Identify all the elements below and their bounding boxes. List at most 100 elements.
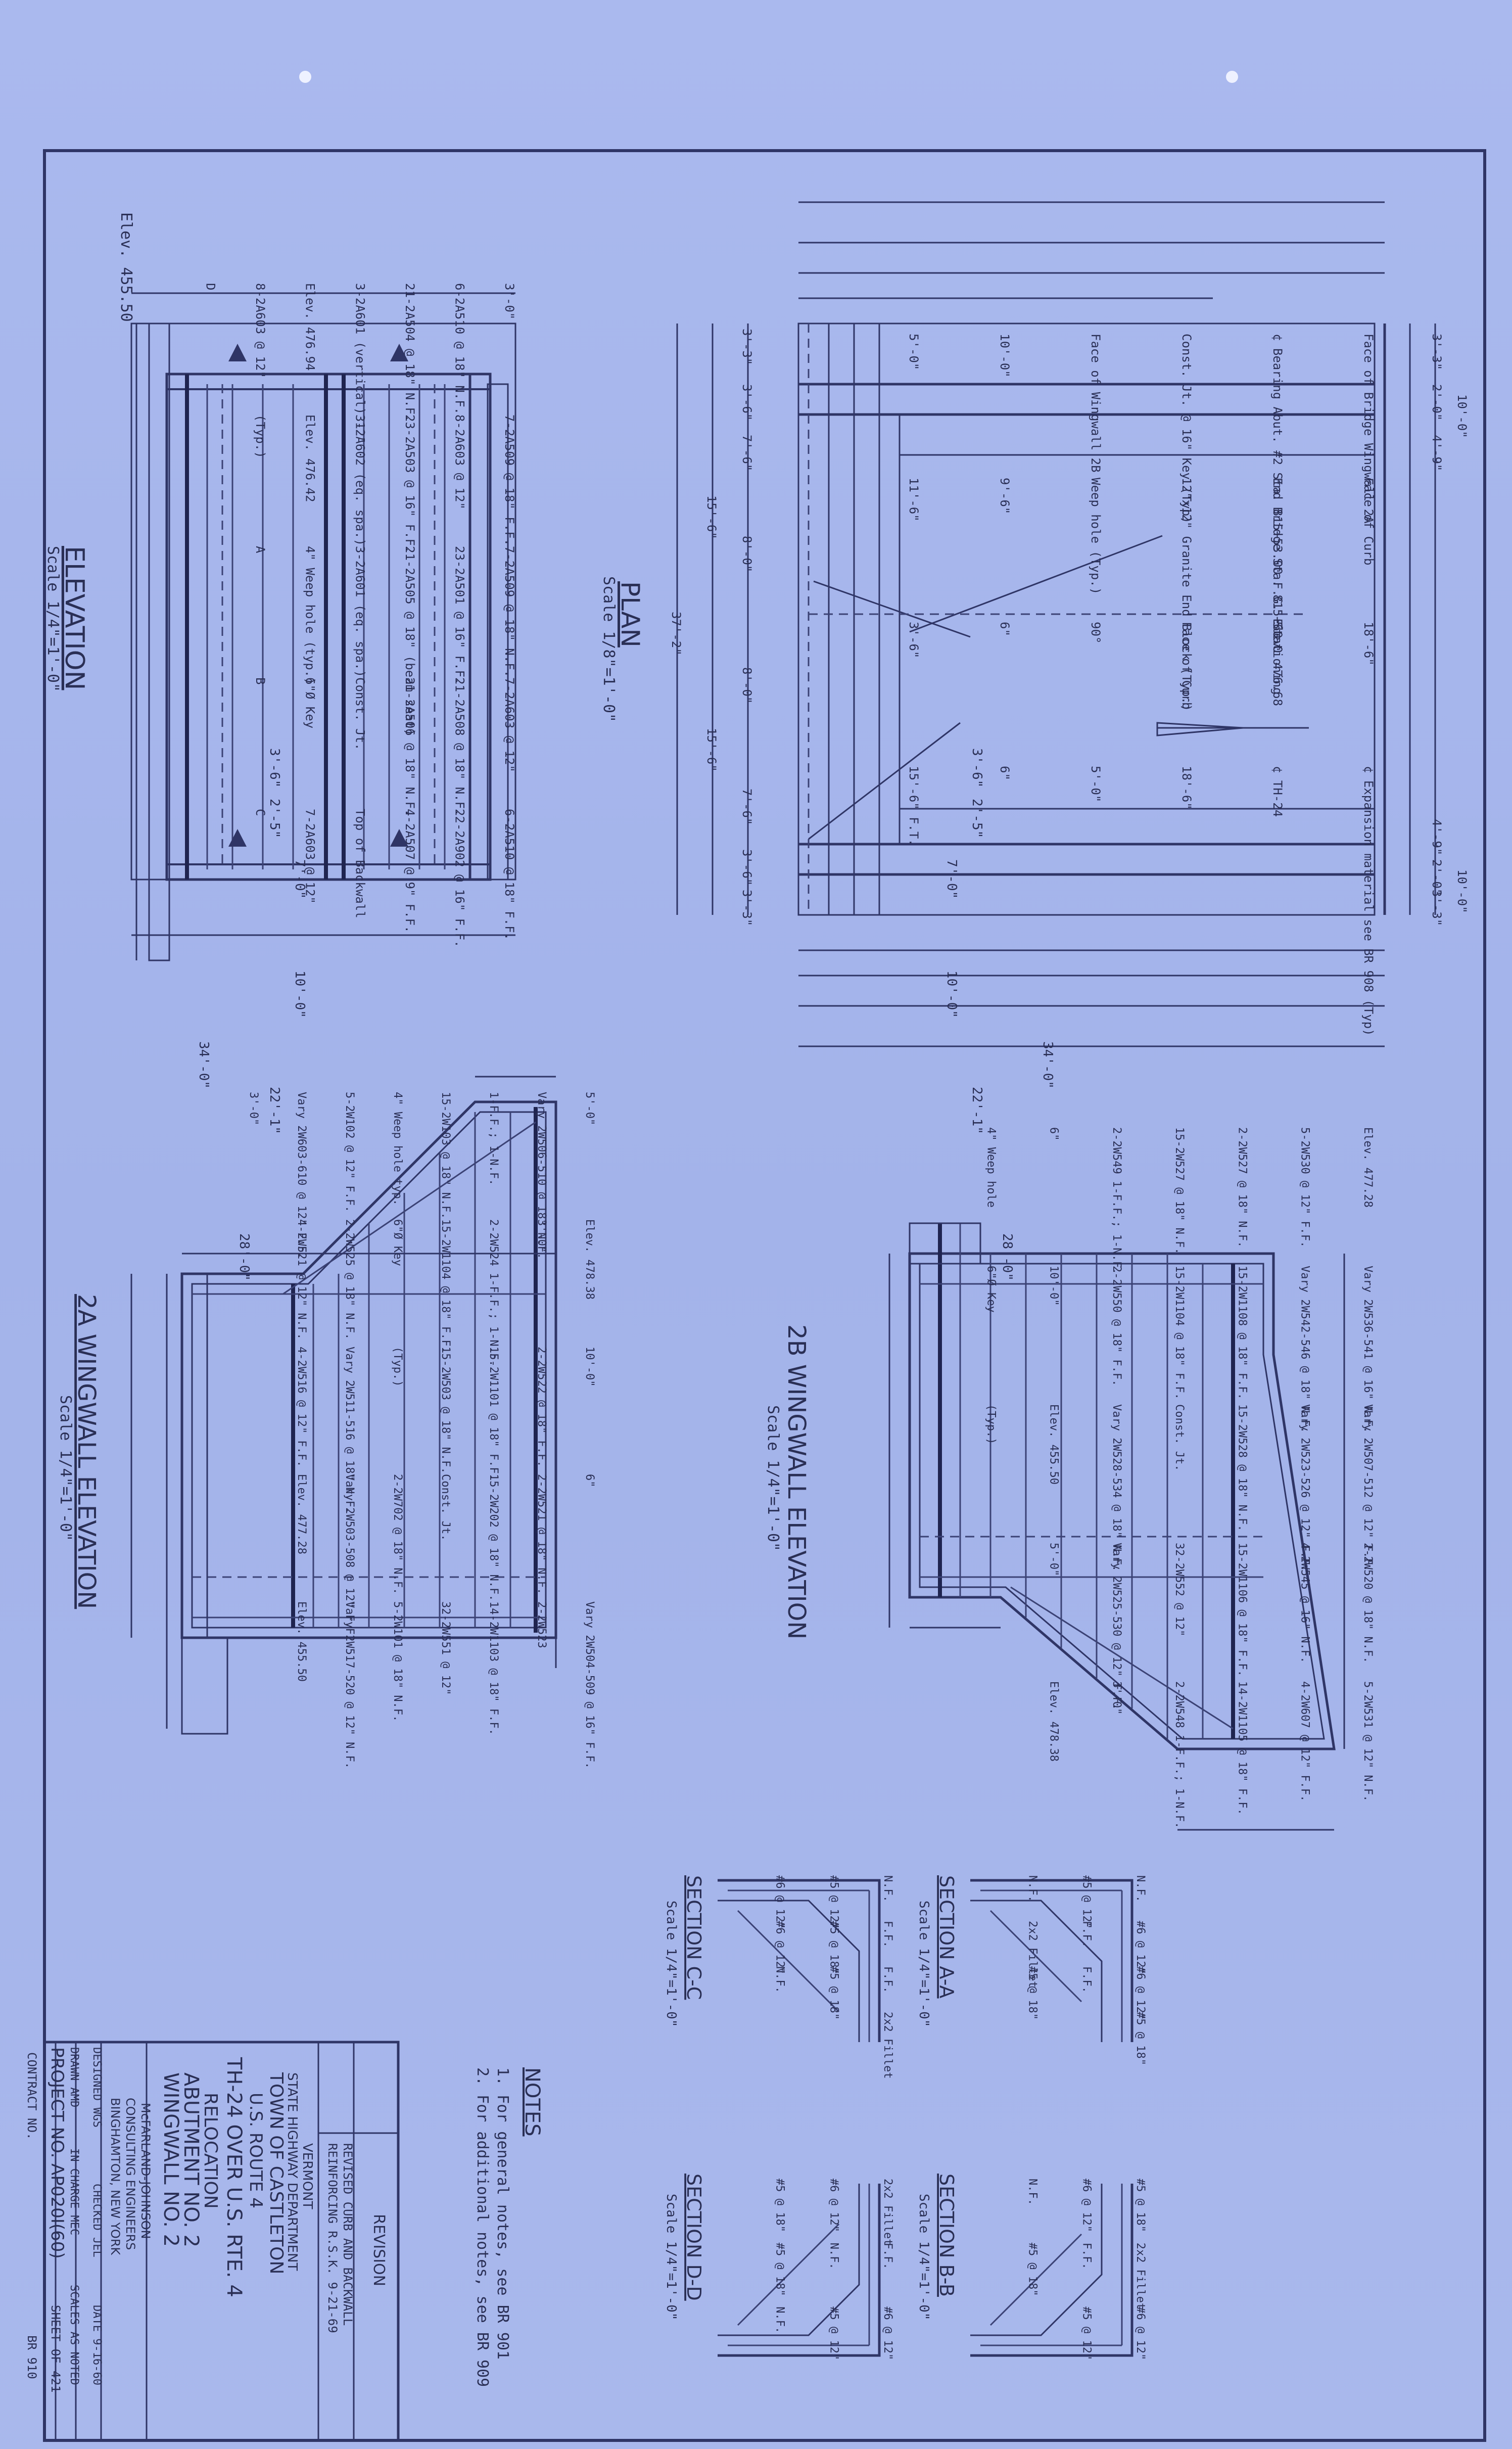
drawing-label: 3'-0" (1110, 1681, 1123, 1715)
notes-block: NOTES 1. For general notes, see BR 901 2… (474, 2067, 544, 2387)
drawing-label: Vary 2W504-509 @ 16" F.F. (583, 1601, 596, 1769)
drawing-label: 10'-0" (998, 334, 1012, 378)
section-label: F.F. (1080, 1966, 1093, 1993)
drawing-label: Vary 2W603-610 @ 12" F.F. (295, 1092, 308, 1259)
drawing-label: 32-2W551 @ 12" (439, 1601, 452, 1695)
dimension-label: 37'-2" (669, 612, 683, 656)
plan-labels: Face of Bridge Wingwall 2A Face of Curb 18… (196, 329, 1469, 1281)
drawing-label: 6-2A510 @ 18" F.F. (502, 809, 516, 940)
drawing-label: 15-2W528 @ 18" N.F. (1236, 1404, 1248, 1532)
town-name: TOWN OF CASTLETON (266, 2072, 287, 2274)
drawing-label: 2-2W520 @ 18" N.F. (1361, 1543, 1374, 1663)
section-d-d-drawing (718, 2184, 881, 2357)
drawing-label: 18'-6" (1361, 622, 1376, 666)
drawing-label: 14-2W1103 @ 18" F.F. (487, 1601, 500, 1735)
drawing-label: 3'-0" (502, 283, 516, 319)
drawing-label: Face of Bridge Wingwall 2A (1361, 334, 1376, 524)
drawing-label: 15-2W202 @ 18" N.F. (487, 1474, 500, 1601)
drawing-label: 3-2A601 (eq. spa.) (353, 546, 367, 677)
engineer-city: BINGHAMTON, NEW YORK (108, 2098, 122, 2255)
drawing-label: 3'-6" (907, 622, 921, 658)
section-c-c-drawing (718, 1879, 881, 2042)
drawing-label: 7-2A603 @ 12" (303, 809, 317, 904)
section-title: SECTION D-D (683, 2174, 705, 2301)
section-label: F.F. (881, 2243, 894, 2270)
section-label: #6 @ 12" (774, 1875, 786, 1929)
drawing-label: 21-2A505 @ 18" (beam seat) (403, 546, 417, 736)
notes-item-1: 1. For general notes, see BR 901 (494, 2067, 511, 2360)
section-label: #5 @ 12" (1080, 2306, 1093, 2360)
section-label: #5 @ 18" (827, 1921, 840, 1974)
revision-text-2: REINFORCING R.S.K. 9-21-69 (325, 2143, 340, 2333)
drawing-label: Const. Jt. (353, 677, 367, 751)
drawing-label: 32-2W552 @ 12" (1173, 1543, 1186, 1636)
relocation-label: RELOCATION (200, 2093, 221, 2209)
dimension-label: 3'-3" (1430, 890, 1444, 926)
drawing-label: Vary 2W525-530 @ 12" F.F. (1110, 1543, 1123, 1710)
drawing-label: 18'-6" (1179, 766, 1194, 810)
drawing-label: Elev. 455.50 (1048, 1404, 1060, 1485)
drawing-label: 15-2W1108 @ 18" F.F. (1236, 1266, 1248, 1400)
drawing-label: 21-2A504 @ 18" N.F. (403, 283, 417, 422)
section-label: N.F. (881, 1875, 894, 1902)
dimension-label: 15'-6" (704, 728, 719, 772)
state-name: VERMONT (300, 2143, 315, 2209)
dimension-label: 4'-9" (1430, 819, 1444, 855)
section-label: #6 @ 12" (1134, 2306, 1147, 2360)
drawing-label: 3'-0" (535, 1219, 548, 1253)
drawing-label: 7-2A509 @ 18" F.F. (502, 414, 516, 546)
drawing-label: Elev. 477.28 (1361, 1127, 1374, 1208)
dimension-label: 10'-0" (1455, 869, 1469, 913)
dimension-label: 3'-3" (740, 329, 754, 365)
drawing-label: 5-2W530 @ 12" F.F. (1299, 1127, 1311, 1247)
in-charge: IN CHARGE MEC (68, 2148, 80, 2235)
drawing-label: 5'-0" (1089, 766, 1103, 802)
dimension-label: 3'-6" (267, 748, 282, 788)
section-a-a-drawing (970, 1879, 1133, 2042)
drawing-label: 3-2A601 (vertical) 12" (353, 283, 367, 444)
drawing-label: 6-2A510 @ 18" N.F. (452, 283, 466, 414)
drawing-label: 5'-0" (1048, 1543, 1060, 1576)
dimension-label: 8'-0" (740, 667, 754, 704)
designed-by: DESIGNED WGS (90, 2047, 103, 2128)
sheet-number: SHEET OF 421 (49, 2305, 63, 2392)
drawing-label: Face of Curb (1179, 622, 1194, 709)
drawing-label: Weep hole (Typ.) (1089, 478, 1103, 594)
dimension-label: 2'-0" (1430, 859, 1444, 896)
drawing-label: 12"x12" Granite End Block (Typ.) (1179, 478, 1194, 711)
drawing-label: 4-2W516 @ 12" F.F. (295, 1347, 308, 1467)
title-block (43, 2041, 400, 2442)
checked-by: CHECKED JEL (90, 2184, 103, 2257)
drawing-label: Vary 2W536-541 @ 16" N.F. (1361, 1266, 1374, 1433)
section-label: #5 @ 18" (1026, 1966, 1039, 2020)
section-label: #5 @ 12" (1080, 1875, 1093, 1929)
section-label: F.F. (881, 1921, 894, 1948)
dimension-label: 3'-3" (740, 890, 754, 926)
section-label: N.F. (1026, 2179, 1039, 2205)
dimension-label: 7'-6" (740, 789, 754, 825)
section-label: F.F. (881, 1966, 894, 1993)
drawing-label: Elev. 455.50 (295, 1601, 308, 1682)
section-label: #5 @ 18" (827, 1966, 840, 2020)
drawing-label: 6" (998, 766, 1012, 780)
wingwall-2a-view (130, 1076, 557, 1735)
drawing-label: Vary 2W506-510 @ 18" N.F. (535, 1092, 548, 1259)
drawing-label: Elev. 478.38 (1048, 1681, 1060, 1762)
dimension-label: 2'-0" (1430, 384, 1444, 421)
drawing-label: 15-2W1106 @ 18" F.F. (1236, 1543, 1248, 1677)
drawing-label: Face of Wingwall 2B (1089, 334, 1103, 473)
dimension-label: 4'-9" (1430, 435, 1444, 471)
drawing-label: 5-2W531 @ 12" N.F. (1361, 1681, 1374, 1801)
plan-title: PLAN (616, 581, 645, 648)
drawing-label: Top of Backwall (353, 809, 367, 918)
section-label: N.F. (1026, 1875, 1039, 1902)
dimension-label: 28'-0" (1000, 1233, 1015, 1281)
drawing-label: 15-2W1104 @ 18" F.F. (1173, 1266, 1186, 1400)
drawing-label: 2-2W702 @ 18" N.F. (391, 1474, 404, 1594)
drawing-label: D (204, 283, 218, 290)
elevation-title: ELEVATION (59, 546, 89, 690)
drawing-label: (Typ.) (984, 1404, 997, 1444)
dimension-label: 3'-6" (740, 849, 754, 886)
